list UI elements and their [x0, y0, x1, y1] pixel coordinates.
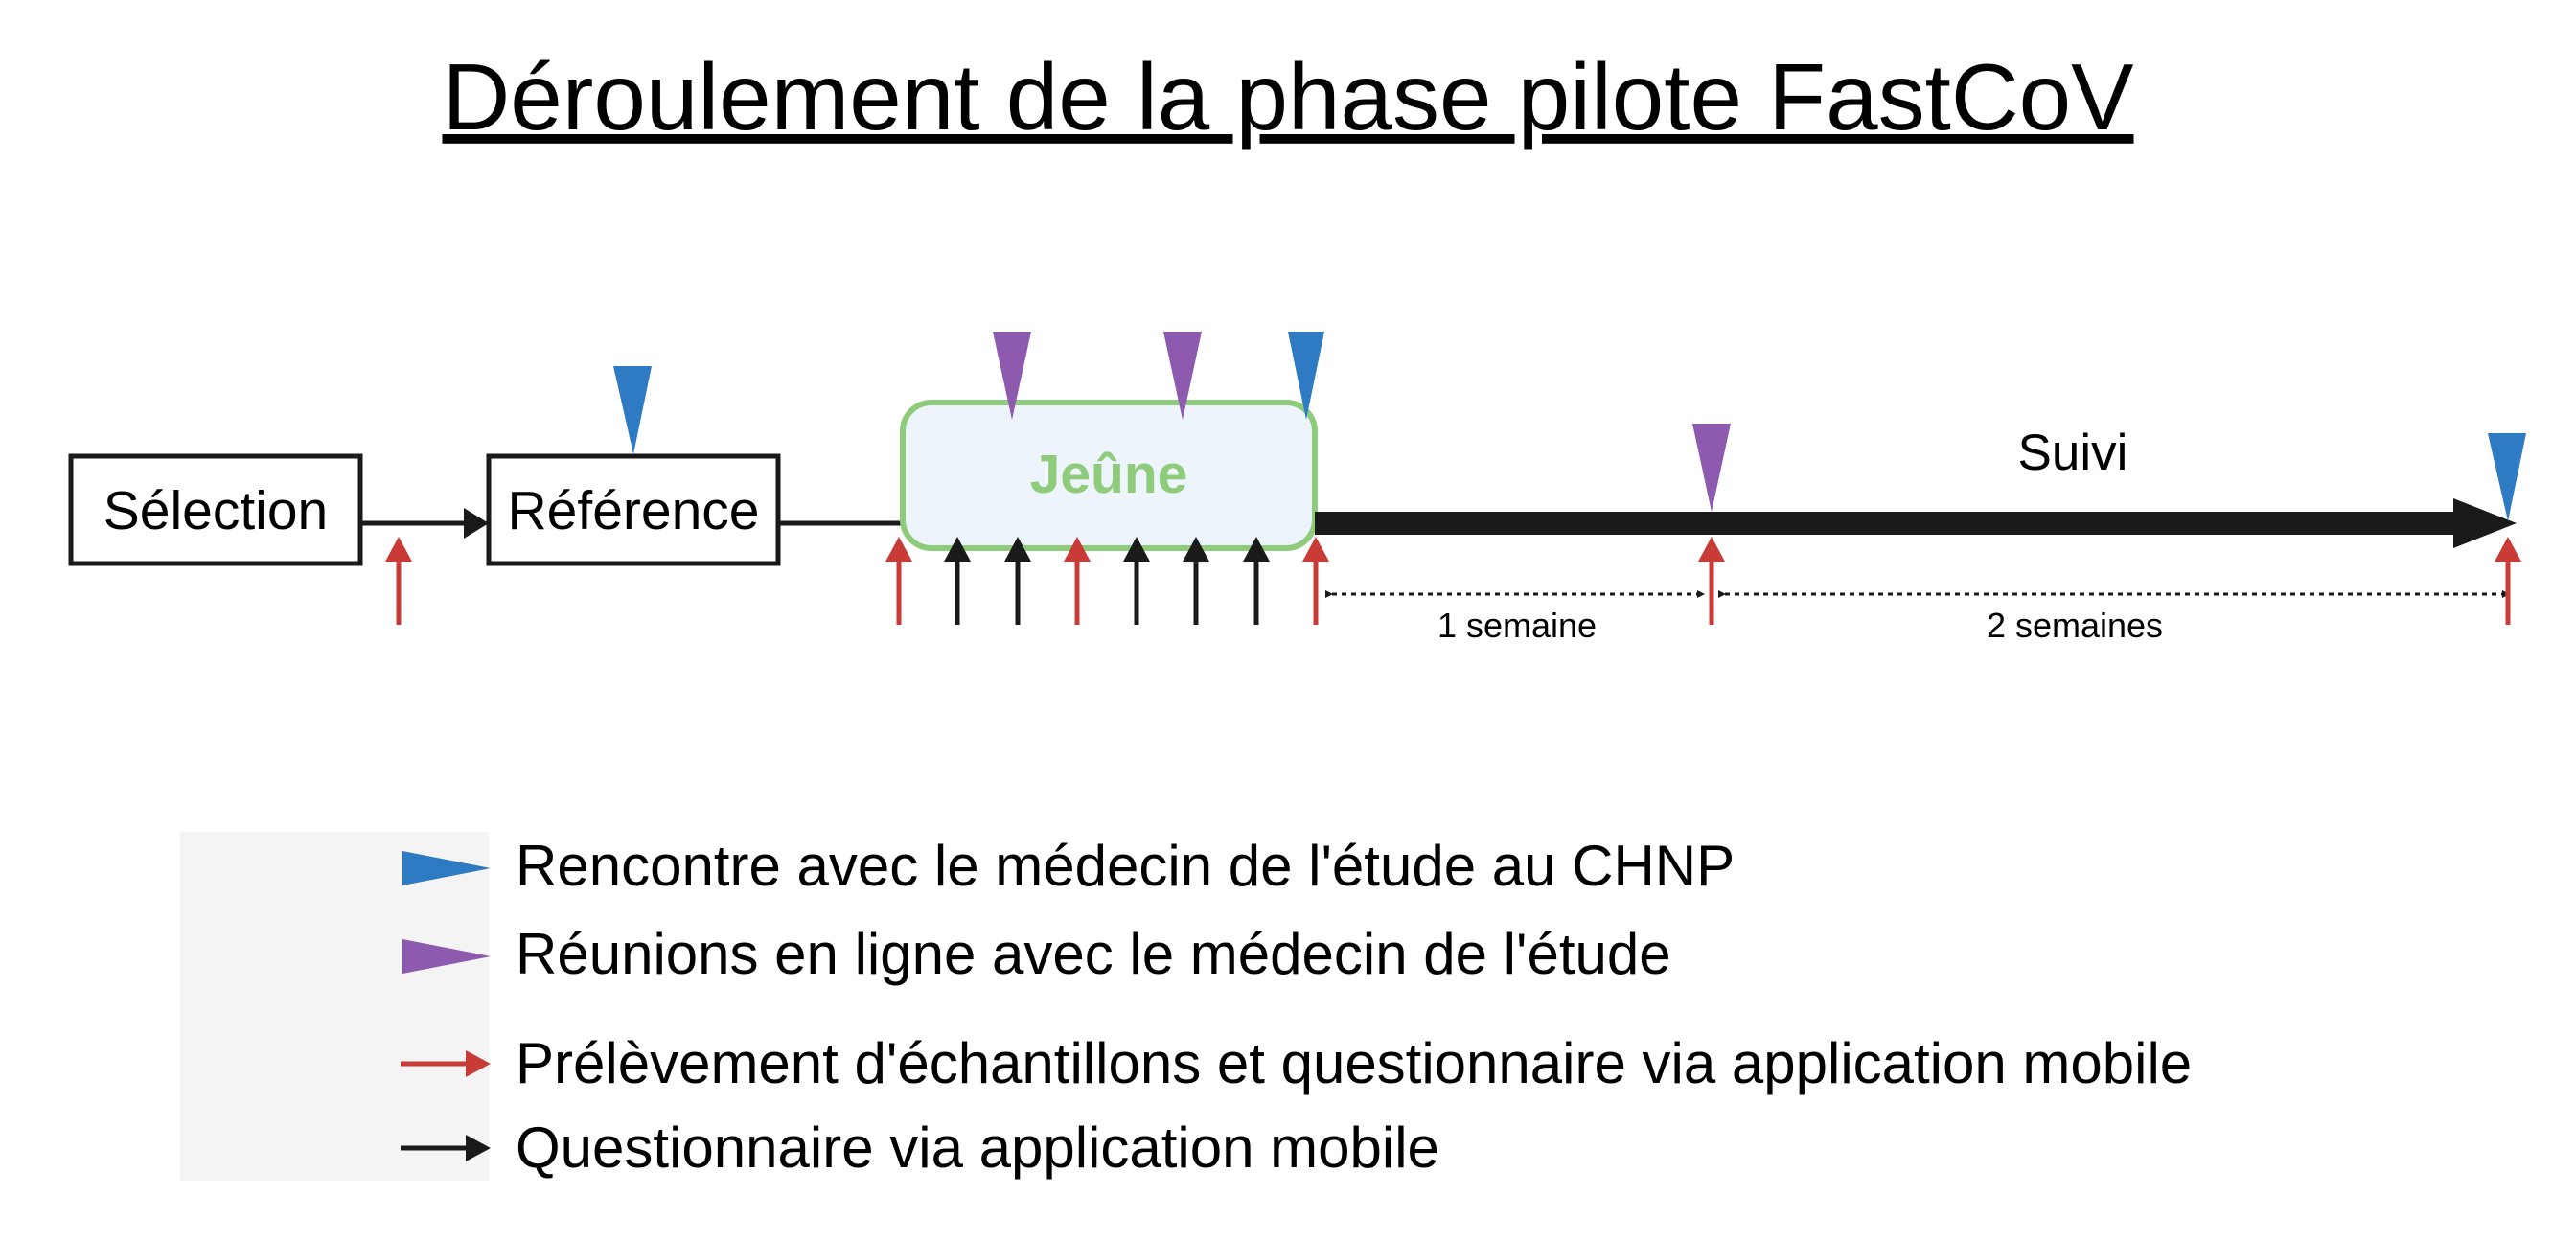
purple-triangle-icon	[993, 332, 1031, 420]
black-arrow-icon	[1123, 537, 1150, 625]
blue-triangle-icon	[402, 851, 491, 886]
followup-label: Suivi	[2018, 425, 2128, 481]
red-arrow-icon	[2495, 537, 2521, 625]
followup-arrow-head	[2453, 498, 2517, 548]
legend-label-purple: Réunions en ligne avec le médecin de l'é…	[516, 922, 1671, 986]
legend-label-black: Questionnaire via application mobile	[516, 1116, 1439, 1180]
red-arrow-icon	[1698, 537, 1725, 625]
selection-box	[68, 453, 363, 566]
meeting-markers	[613, 332, 2526, 521]
red-arrow-icon	[886, 537, 912, 625]
red-arrow-icon	[401, 1050, 491, 1077]
red-arrow-icon	[385, 537, 412, 625]
reference-label: Référence	[508, 480, 760, 541]
black-arrow-icon	[1183, 537, 1209, 625]
blue-triangle-icon	[2488, 433, 2526, 521]
red-arrow-icon	[1302, 537, 1329, 625]
purple-triangle-icon	[1163, 332, 1202, 420]
black-arrow-icon	[944, 537, 971, 625]
purple-triangle-icon	[402, 939, 491, 974]
blue-triangle-icon	[613, 366, 652, 454]
connector-arrow-head	[464, 508, 489, 539]
red-arrow-icon	[1064, 537, 1091, 625]
fasting-label: Jeûne	[1030, 444, 1188, 505]
sample-arrows	[385, 537, 2521, 625]
black-arrow-icon	[1004, 537, 1031, 625]
legend-label-red: Prélèvement d'échantillons et questionna…	[516, 1031, 2192, 1095]
page-title: Déroulement de la phase pilote FastCoV	[442, 44, 2133, 150]
black-arrow-icon	[1243, 537, 1270, 625]
legend: Rencontre avec le médecin de l'étude au …	[180, 832, 2192, 1181]
reference-box	[486, 453, 781, 566]
legend-label-blue: Rencontre avec le médecin de l'étude au …	[516, 834, 1735, 898]
selection-label: Sélection	[104, 480, 329, 541]
legend-background	[180, 832, 489, 1181]
duration-label-2: 2 semaines	[1987, 606, 2163, 645]
followup-bar	[1315, 512, 2455, 535]
duration-label-1: 1 semaine	[1438, 606, 1597, 645]
blue-triangle-icon	[1288, 332, 1324, 420]
purple-triangle-icon	[1692, 424, 1731, 512]
black-arrow-icon	[401, 1135, 491, 1162]
fasting-box	[900, 400, 1318, 551]
